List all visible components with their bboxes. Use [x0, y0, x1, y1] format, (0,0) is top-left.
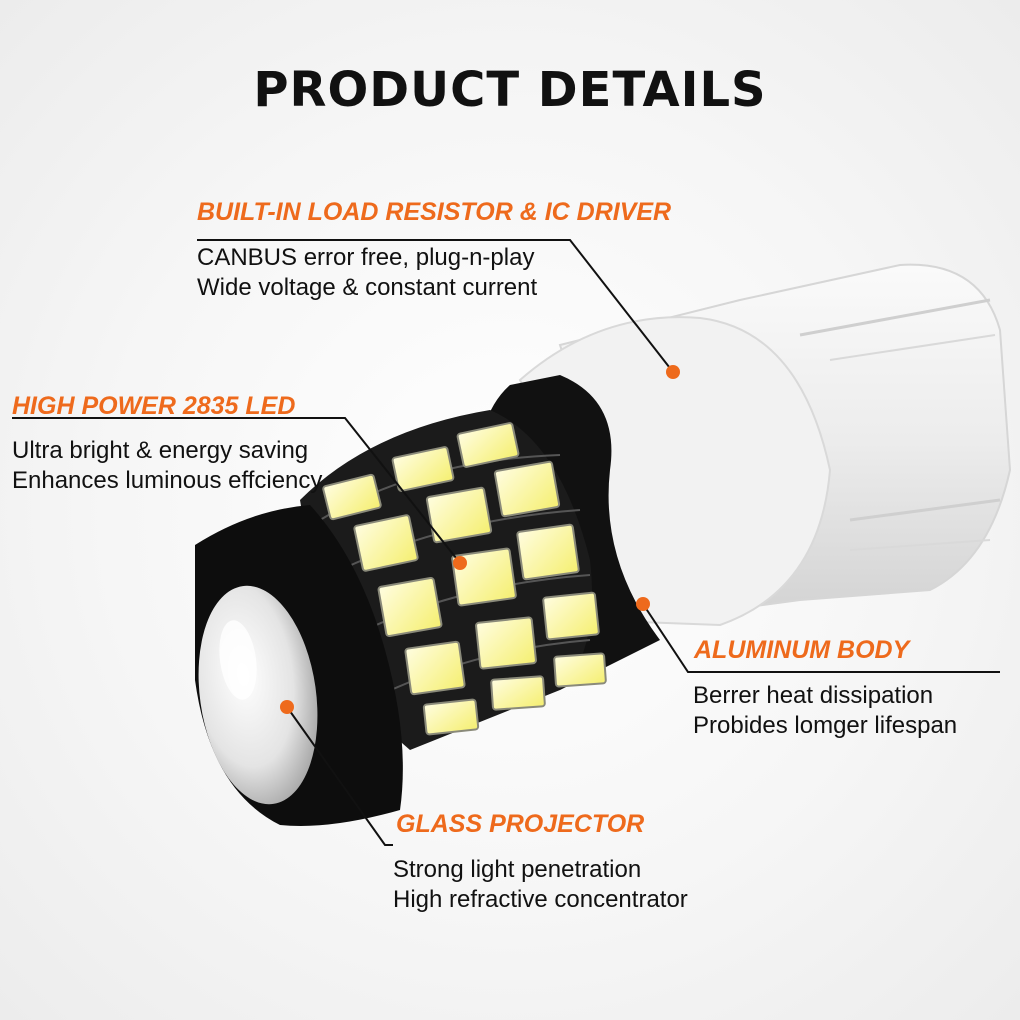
callout-dots: [280, 365, 680, 714]
callout-lines: [12, 239, 1000, 846]
dot-high-power-led: [453, 556, 467, 570]
glass-projector-line2: High refractive concentrator: [393, 886, 688, 913]
led-chips: [322, 422, 607, 736]
aluminum-body-description: Berrer heat dissipation Probides lomger …: [693, 681, 957, 741]
high-power-led-description: Ultra bright & energy saving Enhances lu…: [12, 436, 322, 496]
high-power-led-heading: HIGH POWER 2835 LED: [12, 392, 296, 420]
load-resistor-line1: CANBUS error free, plug-n-play: [197, 244, 535, 271]
load-resistor-heading: BUILT-IN LOAD RESISTOR & IC DRIVER: [197, 198, 672, 226]
high-power-led-line1: Ultra bright & energy saving: [12, 437, 309, 464]
dot-load-resistor: [666, 365, 680, 379]
bulb-base: [518, 263, 1012, 627]
page-title: PRODUCT DETAILS: [253, 62, 767, 118]
aluminum-body-line2: Probides lomger lifespan: [693, 712, 958, 739]
aluminum-body-heading: ALUMINUM BODY: [694, 636, 910, 664]
high-power-led-line2: Enhances luminous effciency: [12, 467, 323, 494]
glass-projector-heading: GLASS PROJECTOR: [396, 810, 645, 838]
dot-aluminum-body: [636, 597, 650, 611]
dot-glass-projector: [280, 700, 294, 714]
load-resistor-line2: Wide voltage & constant current: [197, 274, 538, 301]
glass-projector-description: Strong light penetration High refractive…: [393, 855, 688, 915]
glass-projector-line1: Strong light penetration: [393, 856, 642, 883]
load-resistor-description: CANBUS error free, plug-n-play Wide volt…: [197, 243, 537, 303]
glass-projector: [195, 505, 403, 826]
aluminum-body-line1: Berrer heat dissipation: [693, 682, 934, 709]
